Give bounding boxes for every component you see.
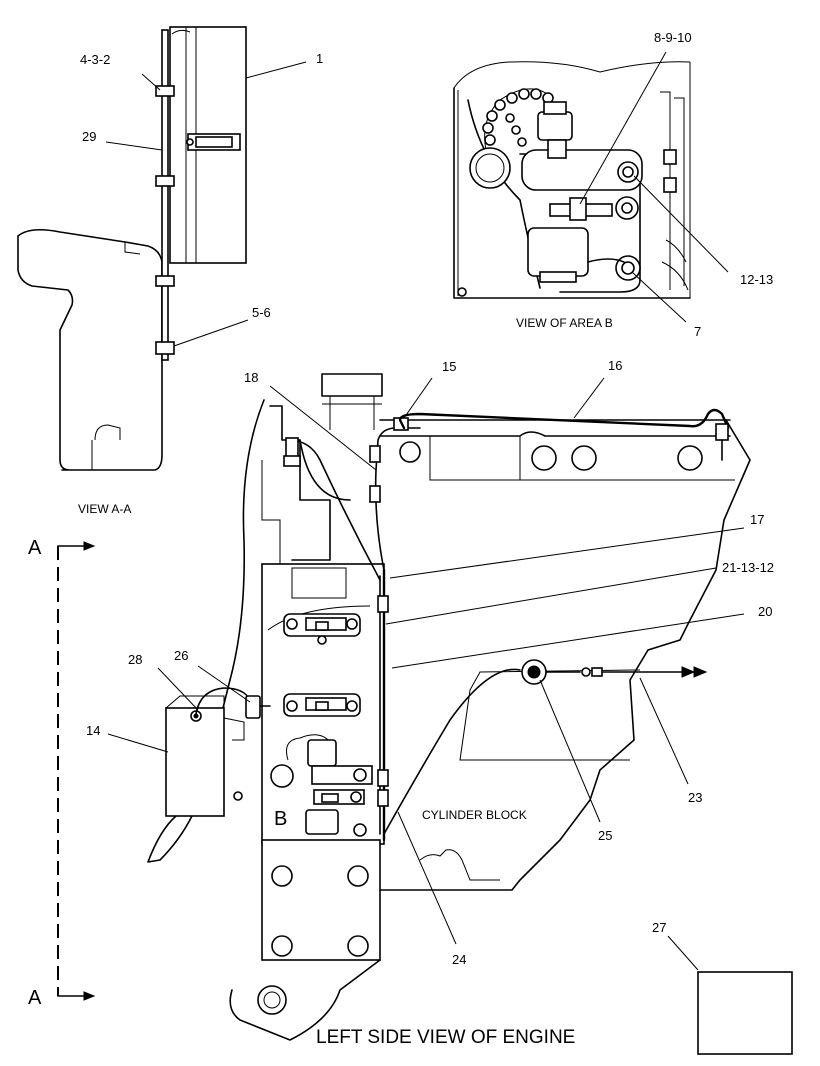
callout-15: 15 — [442, 359, 456, 374]
callout-4-3-2: 4-3-2 — [80, 52, 110, 67]
chain-beads — [482, 88, 554, 147]
callout-20: 20 — [758, 604, 772, 619]
view-area-b-drawing — [453, 51, 729, 323]
section-marker-a-top: A — [28, 537, 42, 559]
callout-labels: 1 4-3-2 29 5-6 8-9-10 12-13 7 18 15 16 1… — [80, 30, 774, 967]
callout-17: 17 — [750, 512, 764, 527]
callout-5-6: 5-6 — [252, 305, 271, 320]
section-line-a-a — [57, 541, 96, 1001]
callout-21-13-12: 21-13-12 — [722, 560, 774, 575]
callout-25: 25 — [598, 828, 612, 843]
item-27-box — [697, 971, 793, 1055]
caption-cylinder-block: CYLINDER BLOCK — [422, 808, 527, 822]
callout-23: 23 — [688, 790, 702, 805]
callout-26: 26 — [174, 648, 188, 663]
callout-27: 27 — [652, 920, 666, 935]
caption-labels: VIEW A-A VIEW OF AREA B CYLINDER BLOCK L… — [28, 316, 613, 1048]
engine-drawing — [107, 373, 751, 1041]
callout-29: 29 — [82, 129, 96, 144]
area-b-marker: B — [274, 808, 287, 830]
view-aa-drawing — [17, 26, 307, 471]
callout-28: 28 — [128, 652, 142, 667]
relay-upper — [283, 613, 361, 645]
callout-12-13: 12-13 — [740, 272, 773, 287]
callout-8-9-10: 8-9-10 — [654, 30, 692, 45]
callout-24: 24 — [452, 952, 466, 967]
callout-1: 1 — [316, 51, 323, 66]
callout-7: 7 — [694, 324, 701, 339]
caption-view-aa: VIEW A-A — [78, 502, 131, 516]
callout-18: 18 — [244, 370, 258, 385]
caption-left-side-view: LEFT SIDE VIEW OF ENGINE — [316, 1027, 575, 1048]
relay-lower — [283, 693, 361, 717]
callout-16: 16 — [608, 358, 622, 373]
section-marker-a-bottom: A — [28, 987, 42, 1009]
callout-14: 14 — [86, 723, 100, 738]
caption-view-area-b: VIEW OF AREA B — [516, 316, 613, 330]
